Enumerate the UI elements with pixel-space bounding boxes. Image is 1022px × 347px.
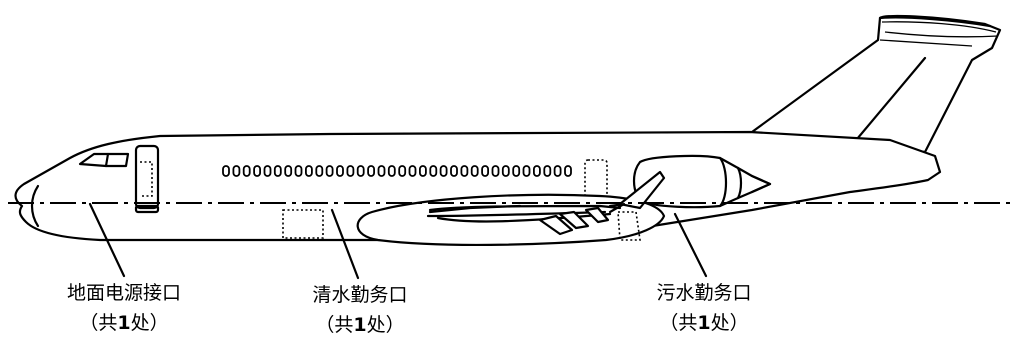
cabin-window	[387, 165, 396, 177]
cabin-window	[470, 165, 479, 177]
engine-nacelle	[608, 154, 772, 214]
label-waste-water-name: 污水勤务口	[656, 282, 752, 304]
cabin-window	[346, 165, 355, 177]
cabin-window	[232, 165, 241, 177]
label-ground-power-name: 地面电源接口	[66, 282, 181, 304]
label-potable-water-count: （共1处）	[315, 314, 405, 336]
cabin-window	[450, 165, 458, 177]
cabin-window	[460, 165, 469, 177]
cabin-window	[263, 165, 272, 177]
cabin-window	[418, 165, 427, 177]
cabin-window	[408, 165, 417, 177]
leader-line-waste-water	[673, 212, 708, 278]
cabin-window	[284, 165, 293, 177]
vertical-tail	[750, 14, 1002, 154]
cabin-window	[336, 165, 344, 177]
potable-water-service-panel	[282, 209, 324, 239]
cabin-window	[491, 165, 500, 177]
cabin-window	[553, 165, 562, 177]
cabin-window	[512, 165, 521, 177]
wing	[356, 193, 666, 247]
label-waste-water-service: 污水勤务口 （共1处）	[614, 278, 794, 338]
cabin-window	[377, 165, 386, 177]
cabin-window	[273, 165, 282, 177]
cabin-window-row	[222, 165, 572, 177]
cabin-window	[315, 165, 324, 177]
cabin-window	[533, 165, 541, 177]
aft-door	[584, 159, 608, 199]
label-waste-water-count: （共1处）	[659, 312, 749, 334]
cabin-window	[367, 165, 376, 177]
cabin-window	[439, 165, 448, 177]
leader-line-potable-water	[330, 208, 360, 280]
cabin-window	[398, 165, 407, 177]
cabin-window	[501, 165, 510, 177]
label-potable-water-name: 清水勤务口	[312, 284, 408, 306]
cabin-window	[242, 165, 251, 177]
label-ground-power-connector: 地面电源接口 （共1处）	[24, 278, 224, 338]
cabin-window	[429, 165, 438, 177]
cabin-window	[564, 165, 572, 177]
cockpit-windows	[78, 152, 130, 168]
label-ground-power-count: （共1处）	[79, 312, 169, 334]
leader-line-ground-power	[88, 202, 126, 278]
cabin-window	[481, 165, 490, 177]
cabin-window	[325, 165, 334, 177]
cabin-window	[222, 165, 230, 177]
cabin-window	[356, 165, 365, 177]
cabin-window	[294, 165, 303, 177]
forward-door	[134, 144, 160, 214]
cabin-window	[253, 165, 262, 177]
label-potable-water-service: 清水勤务口 （共1处）	[270, 280, 450, 340]
cabin-window	[543, 165, 552, 177]
cabin-window	[304, 165, 313, 177]
cabin-window	[522, 165, 531, 177]
